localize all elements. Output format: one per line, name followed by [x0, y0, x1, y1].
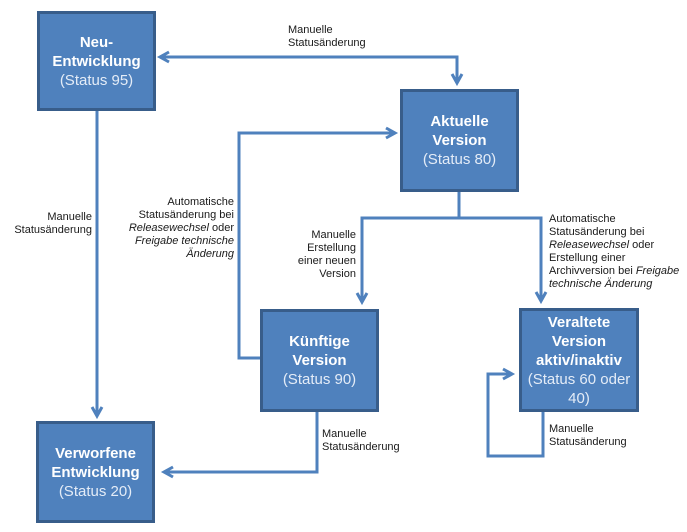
edge-manual-top-arrow	[156, 50, 464, 87]
node-status: (Status 80)	[422, 151, 497, 168]
node-title: Veraltete Version aktiv/inaktiv	[536, 313, 622, 369]
label-text-italic: Freigabe technische Änderung	[549, 265, 680, 290]
label-text: oder Erstellung einer Archivversion bei	[549, 239, 655, 277]
node-status: (Status 60 oder 40)	[527, 370, 631, 407]
edge-label-manual-kuenftig: Manuelle Statusänderung	[322, 428, 400, 453]
node-title: Verworfene Entwicklung	[51, 444, 140, 481]
label-text: Automatische Statusänderung bei	[138, 196, 234, 221]
node-neu-entwicklung: Neu- Entwicklung (Status 95)	[37, 11, 156, 111]
edge-label-manual-left: Manuelle Statusänderung	[14, 211, 92, 236]
node-aktuelle-version: Aktuelle Version (Status 80)	[400, 89, 519, 192]
edge-veraltete-self-loop-arrow	[486, 367, 545, 458]
label-text-italic: Releasewechsel	[128, 222, 209, 234]
edge-label-auto-statuschange-right: Automatische Statusänderung bei Releasew…	[549, 213, 687, 291]
node-veraltete-version: Veraltete Version aktiv/inaktiv (Status …	[519, 308, 639, 412]
node-status: (Status 90)	[282, 371, 357, 388]
node-verworfene-entwicklung: Verworfene Entwicklung (Status 20)	[36, 421, 155, 523]
edge-label-manual-veraltet: Manuelle Statusänderung	[549, 423, 627, 448]
label-text-italic: Freigabe technische Änderung	[134, 235, 234, 260]
edge-label-auto-statuschange-left: Automatische Statusänderung bei Releasew…	[126, 196, 234, 261]
edge-kuenftige-to-verworfene-arrow	[160, 412, 319, 479]
node-status: (Status 95)	[59, 71, 134, 89]
node-title: Aktuelle Version	[430, 113, 489, 149]
node-status: (Status 20)	[58, 482, 133, 500]
edge-label-manual-new-version: Manuelle Erstellung einer neuen Version	[297, 229, 356, 280]
node-title: Künftige Version	[289, 333, 350, 369]
label-text: oder	[211, 222, 234, 234]
node-title: Neu- Entwicklung	[52, 33, 141, 70]
label-text: Automatische Statusänderung bei	[549, 213, 645, 238]
edge-label-manual-top: Manuelle Statusänderung	[288, 24, 366, 49]
label-text-italic: Releasewechsel	[549, 239, 630, 251]
edge-kuenftige-to-aktuelle-arrow	[237, 126, 399, 360]
node-kuenftige-version: Künftige Version (Status 90)	[260, 309, 379, 412]
